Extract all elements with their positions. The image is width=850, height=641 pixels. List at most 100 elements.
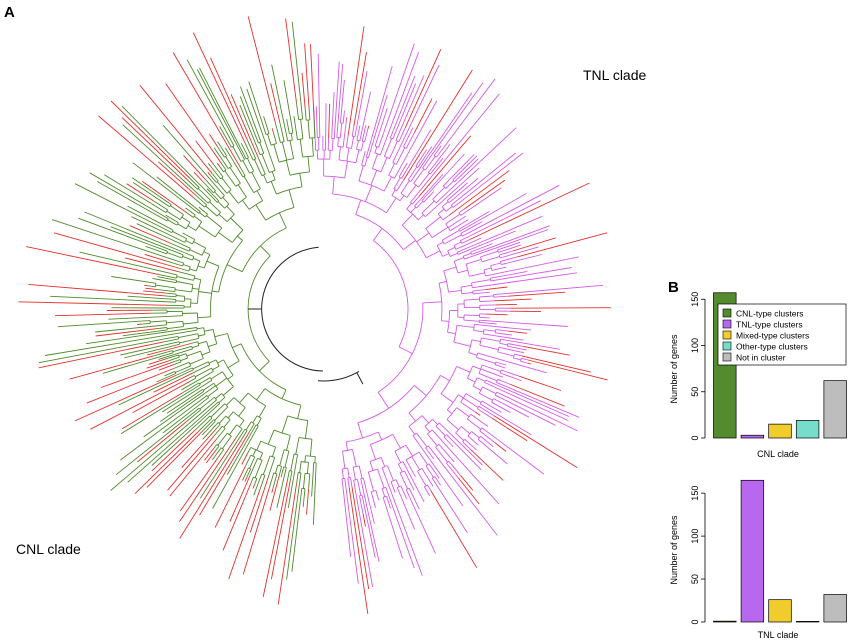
tree-branch	[194, 364, 210, 373]
tree-arc	[498, 254, 501, 259]
tree-branch	[363, 151, 366, 157]
tree-branch	[162, 201, 170, 208]
tree-branch	[134, 431, 199, 494]
tree-branch	[351, 126, 355, 137]
tree-branch	[480, 368, 500, 377]
tree-branch	[203, 382, 215, 391]
tree-branch	[392, 75, 416, 131]
tree-branch	[433, 452, 498, 536]
tree-branch	[209, 201, 221, 213]
tree-branch	[214, 406, 229, 421]
tree-branch	[484, 324, 532, 331]
tree-branch	[460, 475, 474, 491]
tree-branch	[124, 257, 179, 273]
tree-branch	[363, 494, 380, 562]
tree-branch	[166, 252, 183, 259]
tree-branch	[406, 203, 412, 210]
tree-branch	[156, 329, 168, 332]
tree-branch	[217, 141, 221, 146]
tree-branch	[465, 187, 502, 213]
tree-branch	[386, 197, 397, 213]
tree-branch	[484, 423, 489, 427]
tree-branch	[207, 172, 211, 176]
tree-branch	[450, 194, 464, 206]
tree-branch	[214, 191, 222, 200]
tree-branch	[468, 200, 541, 238]
y-tick-label: 50	[690, 387, 700, 397]
tree-branch	[243, 467, 249, 477]
tree-branch	[367, 471, 375, 492]
tree-branch	[502, 363, 507, 366]
tree-branch	[462, 237, 482, 247]
tree-branch	[464, 314, 480, 317]
tree-branch	[402, 461, 408, 470]
tree-arc	[357, 385, 415, 424]
tree-branch	[143, 392, 206, 438]
tree-arc	[466, 365, 474, 379]
tree-arc	[362, 140, 365, 143]
tree-branch	[377, 391, 390, 409]
tree-branch	[252, 449, 257, 457]
phylogenetic-tree	[18, 16, 611, 614]
tree-branch	[122, 330, 157, 337]
tree-branch	[471, 279, 491, 284]
tree-branch	[50, 295, 161, 302]
tree-branch	[294, 120, 298, 140]
tree-arc	[196, 312, 199, 323]
tree-branch	[400, 180, 410, 194]
tree-branch	[390, 481, 395, 490]
tree-branch	[249, 458, 259, 476]
tree-branch	[361, 91, 372, 131]
tree-branch	[127, 413, 206, 483]
tree-branch	[167, 315, 183, 317]
tree-arc	[372, 168, 382, 173]
tree-arc	[197, 279, 202, 304]
tree-branch	[456, 365, 471, 373]
tree-branch	[470, 449, 504, 481]
tree-arc	[479, 256, 483, 262]
tree-branch	[424, 204, 439, 218]
tree-branch	[178, 333, 198, 339]
tree-branch	[422, 153, 433, 169]
tree-branch	[246, 158, 255, 172]
tree-branch	[493, 398, 510, 408]
tree-branch	[304, 420, 309, 439]
tree-branch	[442, 177, 452, 187]
tree-branch	[378, 132, 385, 148]
tree-branch	[217, 201, 225, 209]
tree-branch	[448, 431, 483, 466]
tree-branch	[310, 44, 315, 120]
tree-branch	[221, 177, 232, 191]
tree-branch	[465, 393, 482, 403]
tree-branch	[462, 177, 479, 192]
tree-branch	[491, 417, 528, 442]
tree-branch	[161, 276, 177, 281]
tree-branch	[398, 166, 406, 178]
tree-branch	[356, 140, 359, 150]
tree-branch	[404, 162, 408, 167]
tree-branch	[500, 369, 520, 377]
tree-branch	[167, 370, 175, 375]
tree-branch	[485, 273, 493, 277]
tree-arc	[255, 424, 259, 427]
tree-branch	[394, 451, 402, 463]
tree-branch	[165, 260, 183, 267]
tree-branch	[405, 132, 415, 149]
tree-branch	[164, 199, 172, 205]
tree-branch	[441, 230, 460, 241]
tree-arc	[195, 260, 201, 272]
tree-branch	[38, 341, 165, 369]
tree-branch	[192, 32, 246, 143]
tree-branch	[325, 103, 327, 140]
y-tick-label: 50	[690, 574, 700, 584]
tree-branch	[483, 333, 495, 337]
bar-not-in-cluster	[823, 594, 847, 623]
bar-mixed-type-clusters	[768, 599, 792, 623]
tree-branch	[280, 473, 283, 478]
tree-branch	[405, 489, 415, 508]
tree-branch	[383, 176, 392, 192]
tree-branch	[436, 474, 440, 479]
bar-tnl-type-clusters	[740, 434, 765, 439]
tree-branch	[435, 447, 448, 463]
tree-branch	[206, 403, 221, 416]
